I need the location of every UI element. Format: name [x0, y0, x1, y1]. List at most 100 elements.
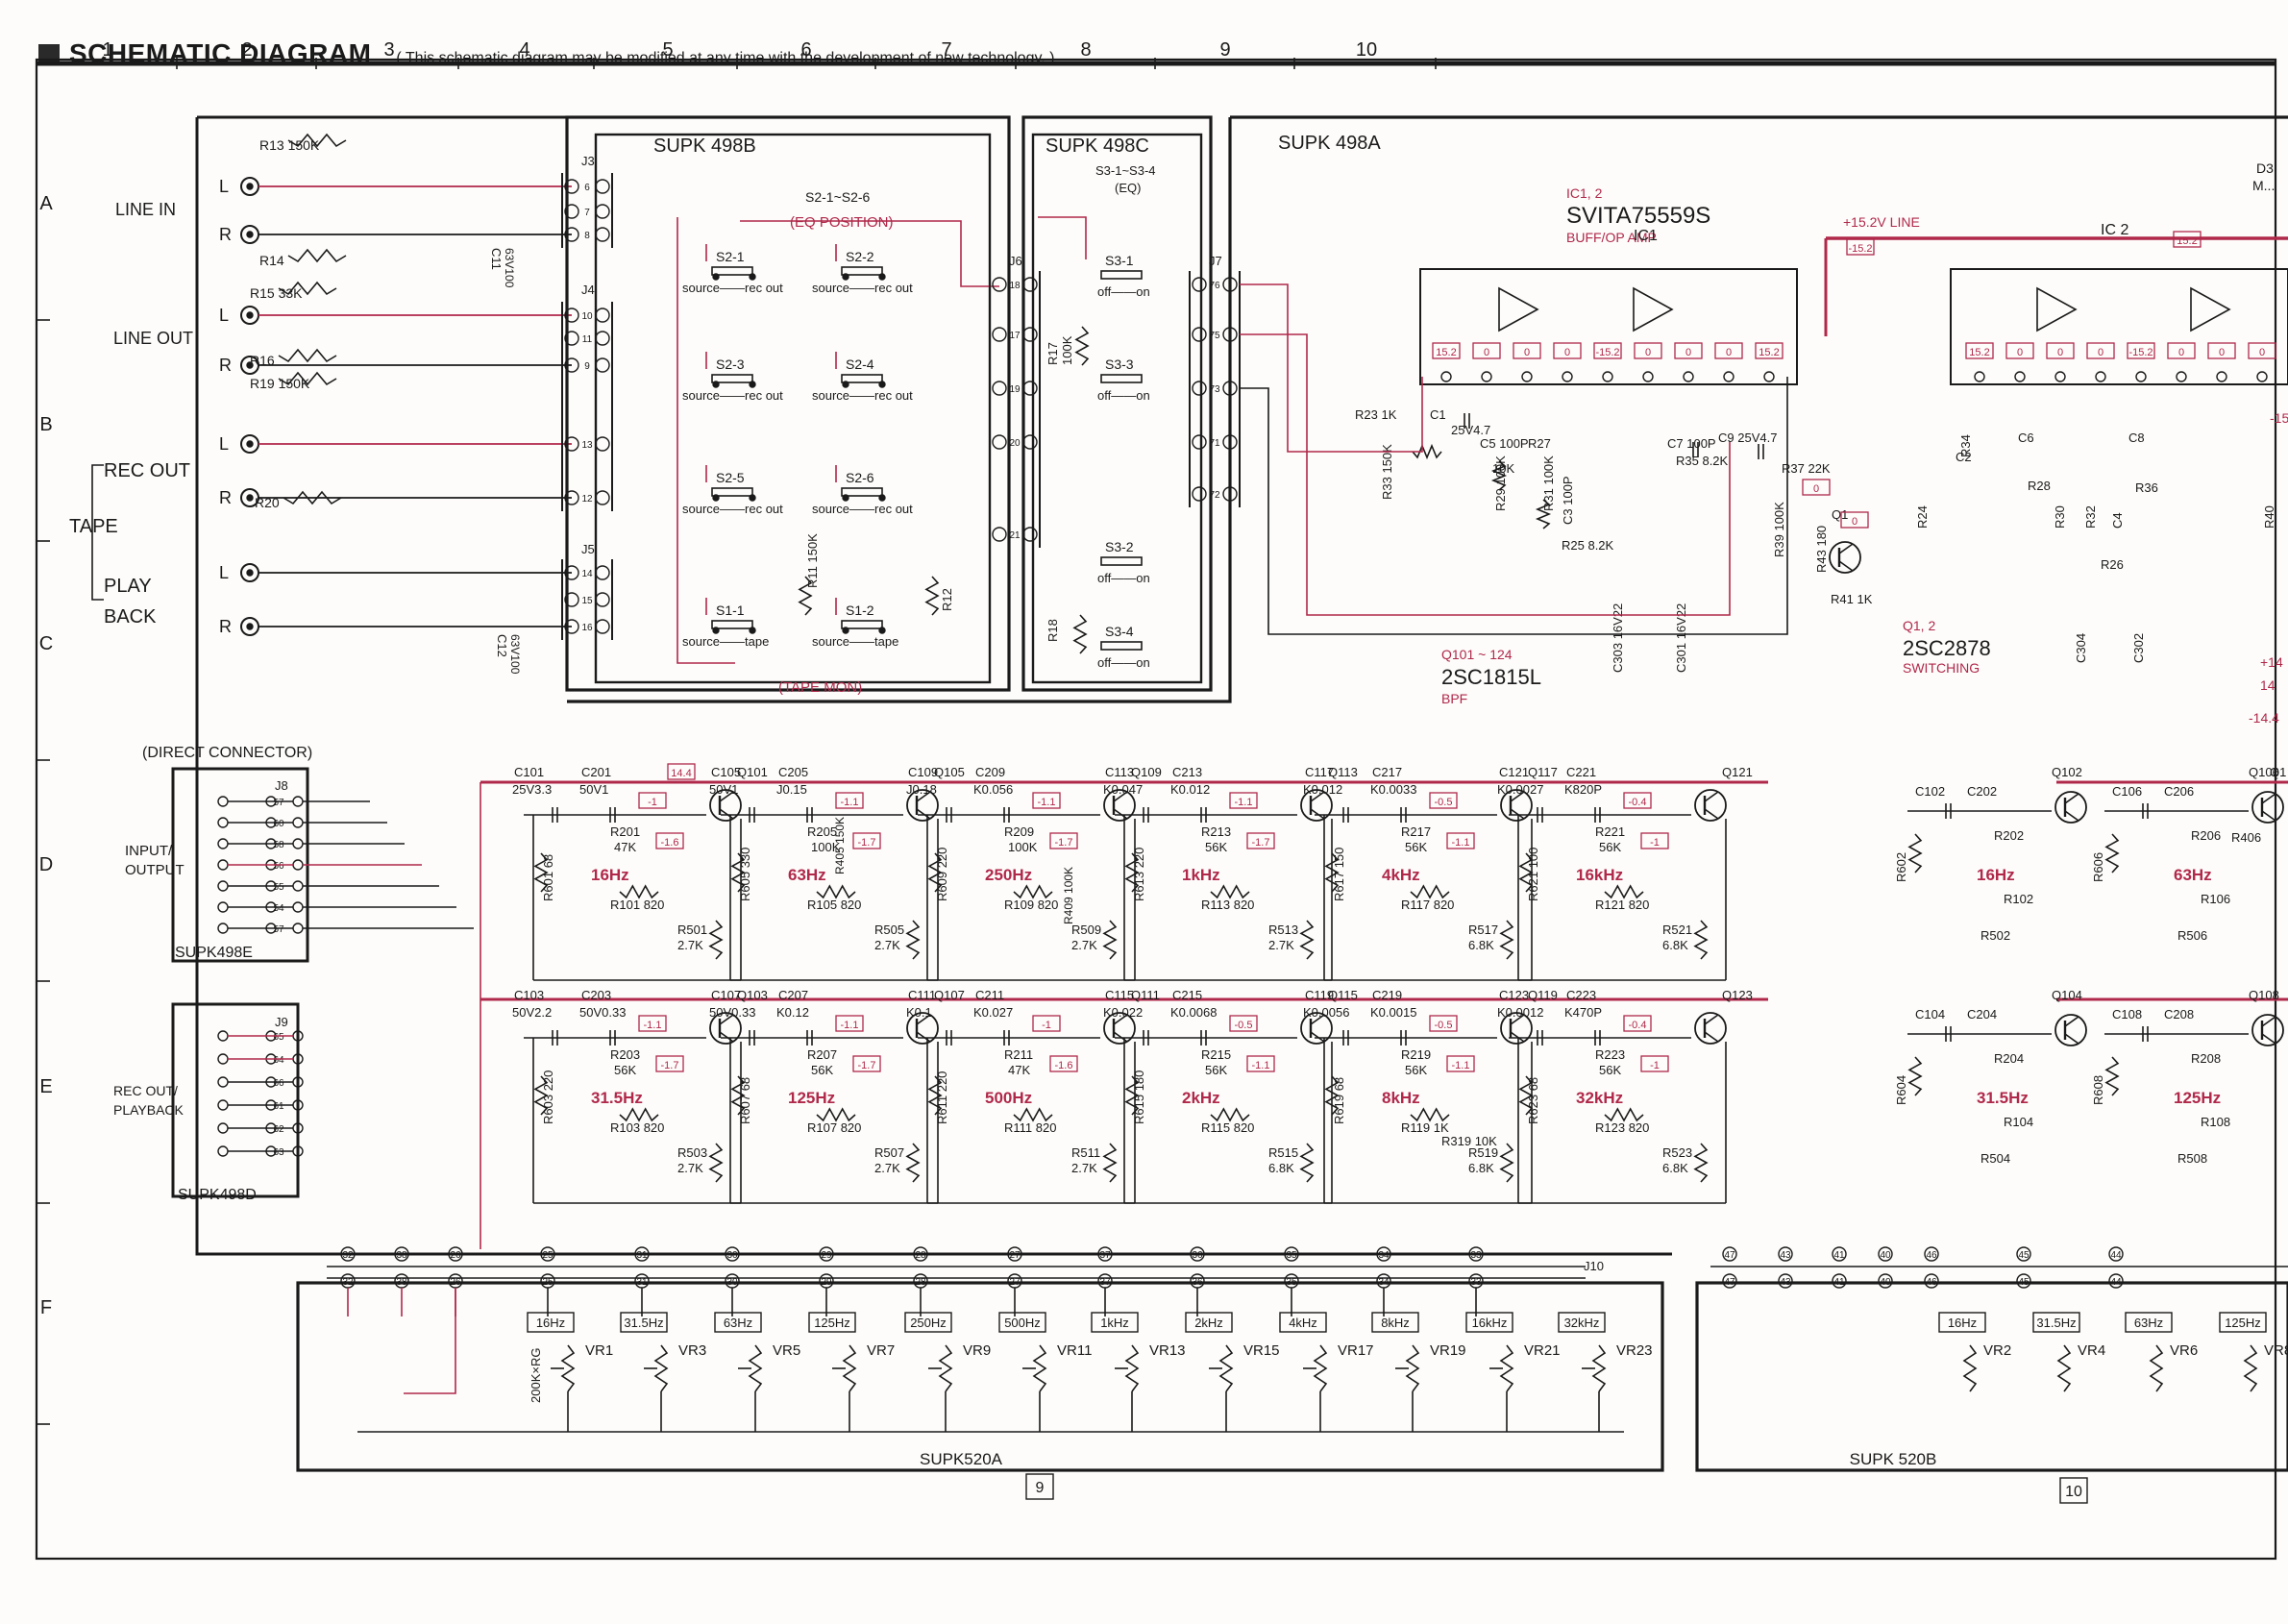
fader-vr-label: VR6 [2170, 1342, 2198, 1359]
resistor-symbol [1102, 1143, 1118, 1183]
pin [1832, 1273, 1847, 1289]
resistor-symbol [1410, 884, 1450, 899]
voltage-box [1049, 1055, 1078, 1072]
resistor-symbol [816, 884, 856, 899]
voltage-value: -15.2 [1595, 347, 1619, 358]
resistor-label: R14 [259, 253, 284, 268]
edge-label: 14 [2260, 677, 2276, 693]
ic-pin [1481, 371, 1492, 382]
connector-j8-label: J8 [275, 778, 288, 793]
switch-contact [1100, 556, 1143, 566]
resistor-label: R601 68 [541, 854, 555, 901]
band-label-box [1185, 1312, 1233, 1333]
resistor-label: R223 [1595, 1047, 1625, 1062]
resistor-label: R109 820 [1004, 898, 1058, 912]
transistor-label: Q119 [1528, 988, 1558, 1002]
fader-vr-label: VR8 [2264, 1342, 2288, 1359]
resistor-value: 2.7K [677, 938, 703, 952]
transistor-symbol [1300, 1012, 1333, 1045]
switch-terminal [712, 381, 720, 388]
capacitor-value: K0.022 [1103, 1005, 1143, 1020]
voltage-value: -1 [1042, 1020, 1051, 1031]
grid-col-label: 7 [941, 39, 951, 61]
voltage-value: 15.2 [1969, 347, 1989, 358]
transistor-label: Q121 [1722, 765, 1753, 779]
pin [564, 565, 579, 580]
pin [217, 880, 229, 892]
resistor-label: R209 [1004, 824, 1034, 839]
resistor-label: R504 [1980, 1151, 2010, 1166]
resistor-symbol [1499, 1143, 1514, 1183]
jack-channel-label: L [219, 306, 229, 325]
resistor-value: 2.7K [1071, 938, 1097, 952]
capacitor-label: C215 [1172, 988, 1202, 1002]
capacitor-label: C111 [908, 988, 936, 1002]
voltage-value: -1.7 [858, 837, 876, 849]
resistor-label: R502 [1980, 928, 2010, 943]
switch-name: S3-4 [1105, 624, 1134, 639]
ic-pin [1763, 371, 1775, 382]
voltage-value: -1 [1650, 837, 1660, 849]
signal-path [404, 1288, 456, 1394]
fader-band-label: 31.5Hz [624, 1316, 663, 1330]
supk520b-title: SUPK 520B [1850, 1450, 1937, 1468]
voltage-box [1246, 1055, 1275, 1072]
band-frequency: 125Hz [788, 1089, 835, 1107]
resistor-label: R11 150K [805, 533, 820, 588]
resistor-label: R511 [1071, 1145, 1100, 1160]
pin [292, 859, 304, 871]
pin-number: 14 [581, 569, 593, 579]
pin [595, 227, 610, 242]
transistor-symbol [709, 789, 742, 822]
capacitor-value: 50V1 [709, 782, 738, 797]
pin [1722, 1246, 1737, 1262]
pin [217, 1122, 229, 1134]
component-label: R23 1K [1355, 407, 1397, 422]
supk520a-title: SUPK520A [920, 1450, 1003, 1468]
resistor-symbol [2056, 1344, 2072, 1392]
pin [1097, 1246, 1113, 1262]
rca-jack-center [246, 183, 254, 190]
band-label-box [808, 1312, 856, 1333]
resistor-symbol [798, 576, 813, 616]
voltage-box [655, 1055, 684, 1072]
component-label: R28 [2028, 479, 2051, 493]
pin [992, 434, 1007, 450]
band-frequency: 63Hz [788, 866, 826, 884]
fader-vr-label: VR13 [1149, 1342, 1186, 1359]
pin [292, 901, 304, 913]
signal-path [677, 217, 735, 664]
direct-connector-label: (DIRECT CONNECTOR) [142, 745, 312, 761]
opamp-symbol [2190, 286, 2231, 332]
resistor-symbol [278, 371, 337, 386]
transistor-label: Q107 [934, 988, 965, 1002]
pin-number: 29 [821, 1250, 832, 1261]
resistor-symbol [1324, 852, 1340, 893]
transistor-emitter [1310, 808, 1325, 820]
pin [217, 923, 229, 934]
voltage-value: -1.7 [1055, 837, 1073, 849]
connector-label: J3 [581, 154, 595, 168]
pin-number: 61 [273, 1101, 284, 1112]
component-label: C303 16V22 [1611, 603, 1625, 673]
fader-vr-label: VR19 [1430, 1342, 1466, 1359]
transistor-collector [1704, 791, 1719, 802]
transistor-symbol [906, 789, 939, 822]
capacitor-value: J0.18 [906, 782, 937, 797]
panel-outline [195, 117, 1672, 1256]
component-label: R43 180 [1814, 526, 1829, 573]
resistor-label: R12 [940, 588, 954, 611]
capacitor-label: C107 [711, 988, 741, 1002]
pin [1022, 434, 1038, 450]
voltage-value: -0.5 [1435, 797, 1453, 808]
transistor-collector [719, 791, 734, 802]
voltage-box [1634, 342, 1662, 359]
component-label: R33 150K [1380, 444, 1394, 500]
resistor-symbol [1962, 1344, 1978, 1392]
switch-terminal [712, 627, 720, 634]
pin [1878, 1273, 1893, 1289]
fader-band-label: 250Hz [910, 1316, 947, 1330]
voltage-box [835, 1015, 864, 1032]
switch-terminal [878, 494, 886, 502]
voltage-box [1714, 342, 1743, 359]
